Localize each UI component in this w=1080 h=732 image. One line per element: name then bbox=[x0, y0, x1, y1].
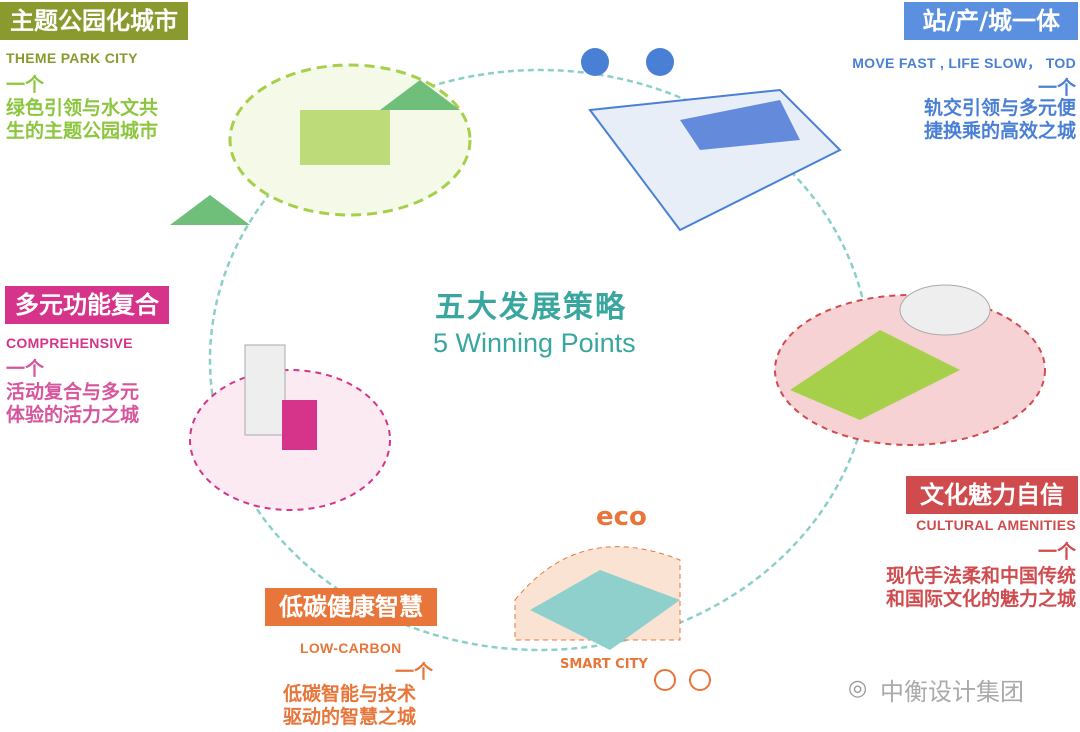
wechat-icon: ◎ bbox=[848, 676, 868, 701]
bicycle-icon bbox=[654, 669, 676, 691]
center-title: 五大发展策略 bbox=[435, 290, 627, 325]
station-pin-icon bbox=[581, 48, 609, 76]
strategy-title: 低碳健康智慧 bbox=[265, 588, 437, 626]
tod-illustration bbox=[588, 88, 842, 232]
strategy-title: 主题公园化城市 bbox=[0, 2, 188, 40]
strategy-subtitle: LOW-CARBON bbox=[300, 640, 402, 656]
strategy-title: 站/产/城一体 bbox=[904, 2, 1078, 40]
watermark: 中衡设计集团 bbox=[880, 678, 1024, 706]
strategy-lead: 一个 bbox=[395, 661, 434, 683]
strategy-desc: 驱动的智慧之城 bbox=[283, 706, 417, 728]
strategy-desc: 捷换乘的高效之城 bbox=[923, 120, 1076, 142]
smart-city-label: SMART CITY bbox=[560, 657, 648, 672]
strategy-subtitle: CULTURAL AMENITIES bbox=[916, 517, 1076, 533]
strategy-desc: 生的主题公园城市 bbox=[6, 120, 159, 142]
strategy-lead: 一个 bbox=[6, 358, 45, 380]
strategy-lead: 一个 bbox=[1037, 77, 1076, 99]
strategy-desc: 低碳智能与技术 bbox=[283, 683, 417, 705]
strategy-subtitle: MOVE FAST , LIFE SLOW， TOD bbox=[852, 55, 1076, 71]
mountain-icon bbox=[380, 80, 460, 110]
strategy-title: 多元功能复合 bbox=[5, 286, 169, 324]
strategy-desc: 绿色引领与水文共 bbox=[6, 97, 159, 119]
strategy-desc: 轨交引领与多元便 bbox=[923, 97, 1076, 119]
strategy-subtitle: COMPREHENSIVE bbox=[6, 335, 133, 351]
mountain-icon bbox=[170, 195, 250, 225]
strategy-desc: 活动复合与多元 bbox=[6, 381, 140, 403]
eco-label: eco bbox=[596, 502, 647, 532]
center-subtitle: 5 Winning Points bbox=[433, 328, 636, 358]
station-pin-icon bbox=[646, 48, 674, 76]
strategy-title: 文化魅力自信 bbox=[906, 476, 1078, 514]
strategy-lead: 一个 bbox=[1037, 541, 1076, 563]
strategy-lead: 一个 bbox=[6, 74, 45, 96]
strategy-desc: 现代手法柔和中国传统 bbox=[885, 565, 1076, 587]
strategy-desc: 体验的活力之城 bbox=[6, 404, 140, 426]
strategy-desc: 和国际文化的魅力之城 bbox=[885, 588, 1076, 610]
strategy-subtitle: THEME PARK CITY bbox=[6, 50, 138, 66]
